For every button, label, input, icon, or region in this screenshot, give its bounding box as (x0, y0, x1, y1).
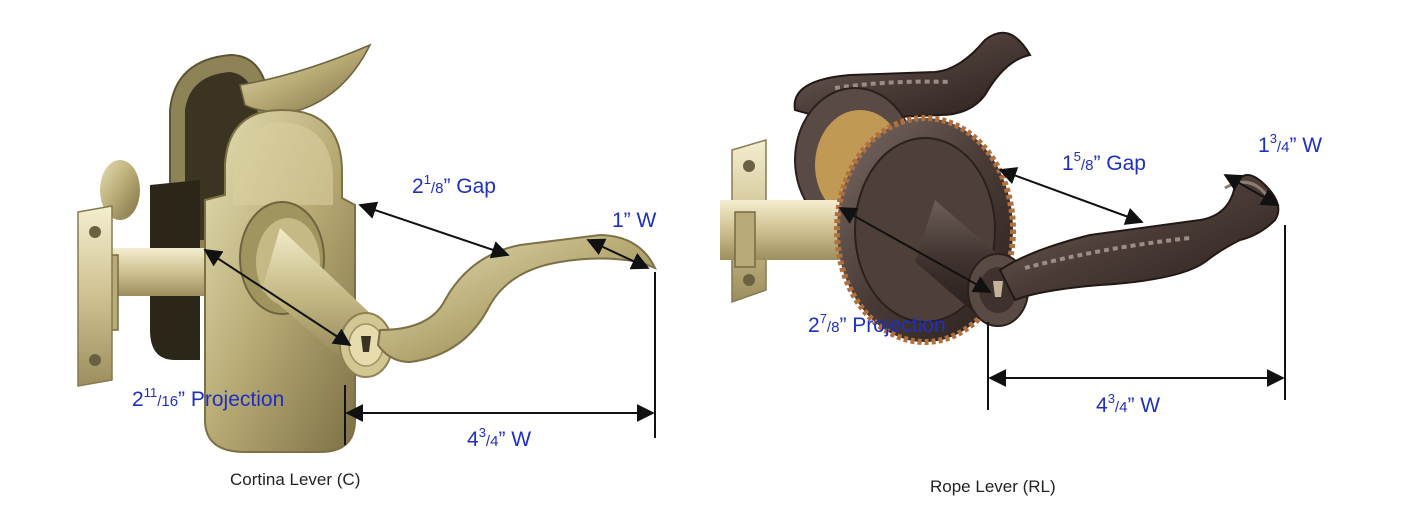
rope-width-label: 13/4” W (1258, 131, 1323, 157)
cortina-projection-arrow (203, 249, 352, 346)
cortina-caption: Cortina Lever (C) (230, 470, 361, 489)
rope-gap-label: 15/8” Gap (1062, 149, 1146, 175)
rope-width-arrow (1223, 174, 1280, 206)
cortina-overall-width-label: 43/4” W (467, 425, 532, 451)
dimension-lines (203, 167, 1286, 445)
rope-gap-arrow (998, 167, 1144, 225)
rope-projection-arrow (838, 207, 992, 293)
rope-overall-width-label: 43/4” W (1096, 391, 1161, 417)
cortina-width-label: 1” W (612, 209, 657, 232)
rope-projection-label: 27/8” Projection (808, 311, 946, 337)
cortina-projection-label: 211/16” Projection (132, 385, 285, 411)
cortina-gap-label: 21/8” Gap (412, 172, 496, 198)
cortina-width-arrow (586, 238, 650, 270)
cortina-gap-arrow (358, 201, 510, 259)
rope-caption: Rope Lever (RL) (930, 477, 1056, 496)
rope-lever-illustration (720, 31, 1280, 345)
